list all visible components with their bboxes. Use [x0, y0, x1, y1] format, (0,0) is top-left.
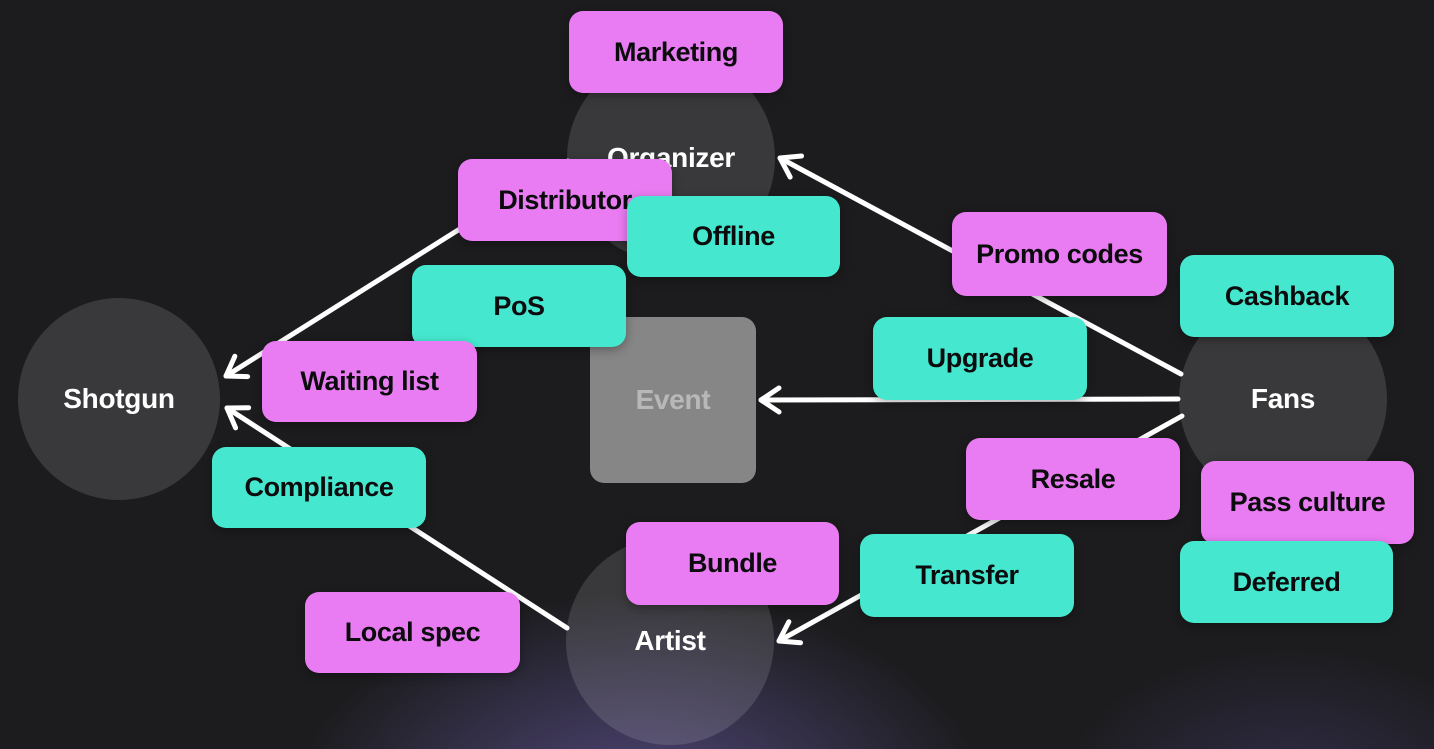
tag-label-waiting-list: Waiting list: [300, 366, 439, 396]
tag-label-pos: PoS: [493, 290, 545, 321]
tag-pos: PoS: [412, 265, 626, 347]
node-label-shotgun: Shotgun: [63, 383, 175, 414]
tag-upgrade: Upgrade: [873, 317, 1087, 400]
tag-pass-culture: Pass culture: [1201, 461, 1414, 544]
tag-label-compliance: Compliance: [244, 472, 394, 502]
tag-label-resale: Resale: [1030, 463, 1116, 494]
node-label-event: Event: [635, 384, 711, 415]
tag-label-promo-codes: Promo codes: [976, 238, 1143, 269]
tag-local-spec: Local spec: [305, 592, 520, 673]
tag-label-bundle: Bundle: [687, 548, 778, 578]
tag-label-deferred: Deferred: [1232, 566, 1341, 597]
tag-offline: Offline: [627, 196, 840, 277]
tag-compliance: Compliance: [212, 447, 426, 528]
tag-marketing: Marketing: [569, 11, 783, 93]
tag-resale: Resale: [966, 438, 1180, 520]
tag-label-marketing: Marketing: [614, 36, 738, 67]
tag-promo-codes: Promo codes: [952, 212, 1167, 296]
tag-label-pass-culture: Pass culture: [1229, 487, 1386, 517]
tag-label-distributor: Distributor: [498, 184, 632, 215]
node-shotgun: Shotgun: [18, 298, 220, 500]
tag-label-cashback: Cashback: [1224, 280, 1350, 311]
tag-deferred: Deferred: [1180, 541, 1393, 623]
tag-waiting-list: Waiting list: [262, 341, 477, 422]
node-label-fans: Fans: [1250, 383, 1316, 414]
tag-label-upgrade: Upgrade: [926, 343, 1034, 373]
tag-transfer: Transfer: [860, 534, 1074, 617]
tag-cashback: Cashback: [1180, 255, 1394, 337]
node-label-artist: Artist: [634, 625, 706, 656]
tag-bundle: Bundle: [626, 522, 839, 605]
tag-label-offline: Offline: [692, 221, 775, 251]
tag-label-transfer: Transfer: [915, 560, 1019, 590]
tag-label-local-spec: Local spec: [344, 617, 481, 647]
